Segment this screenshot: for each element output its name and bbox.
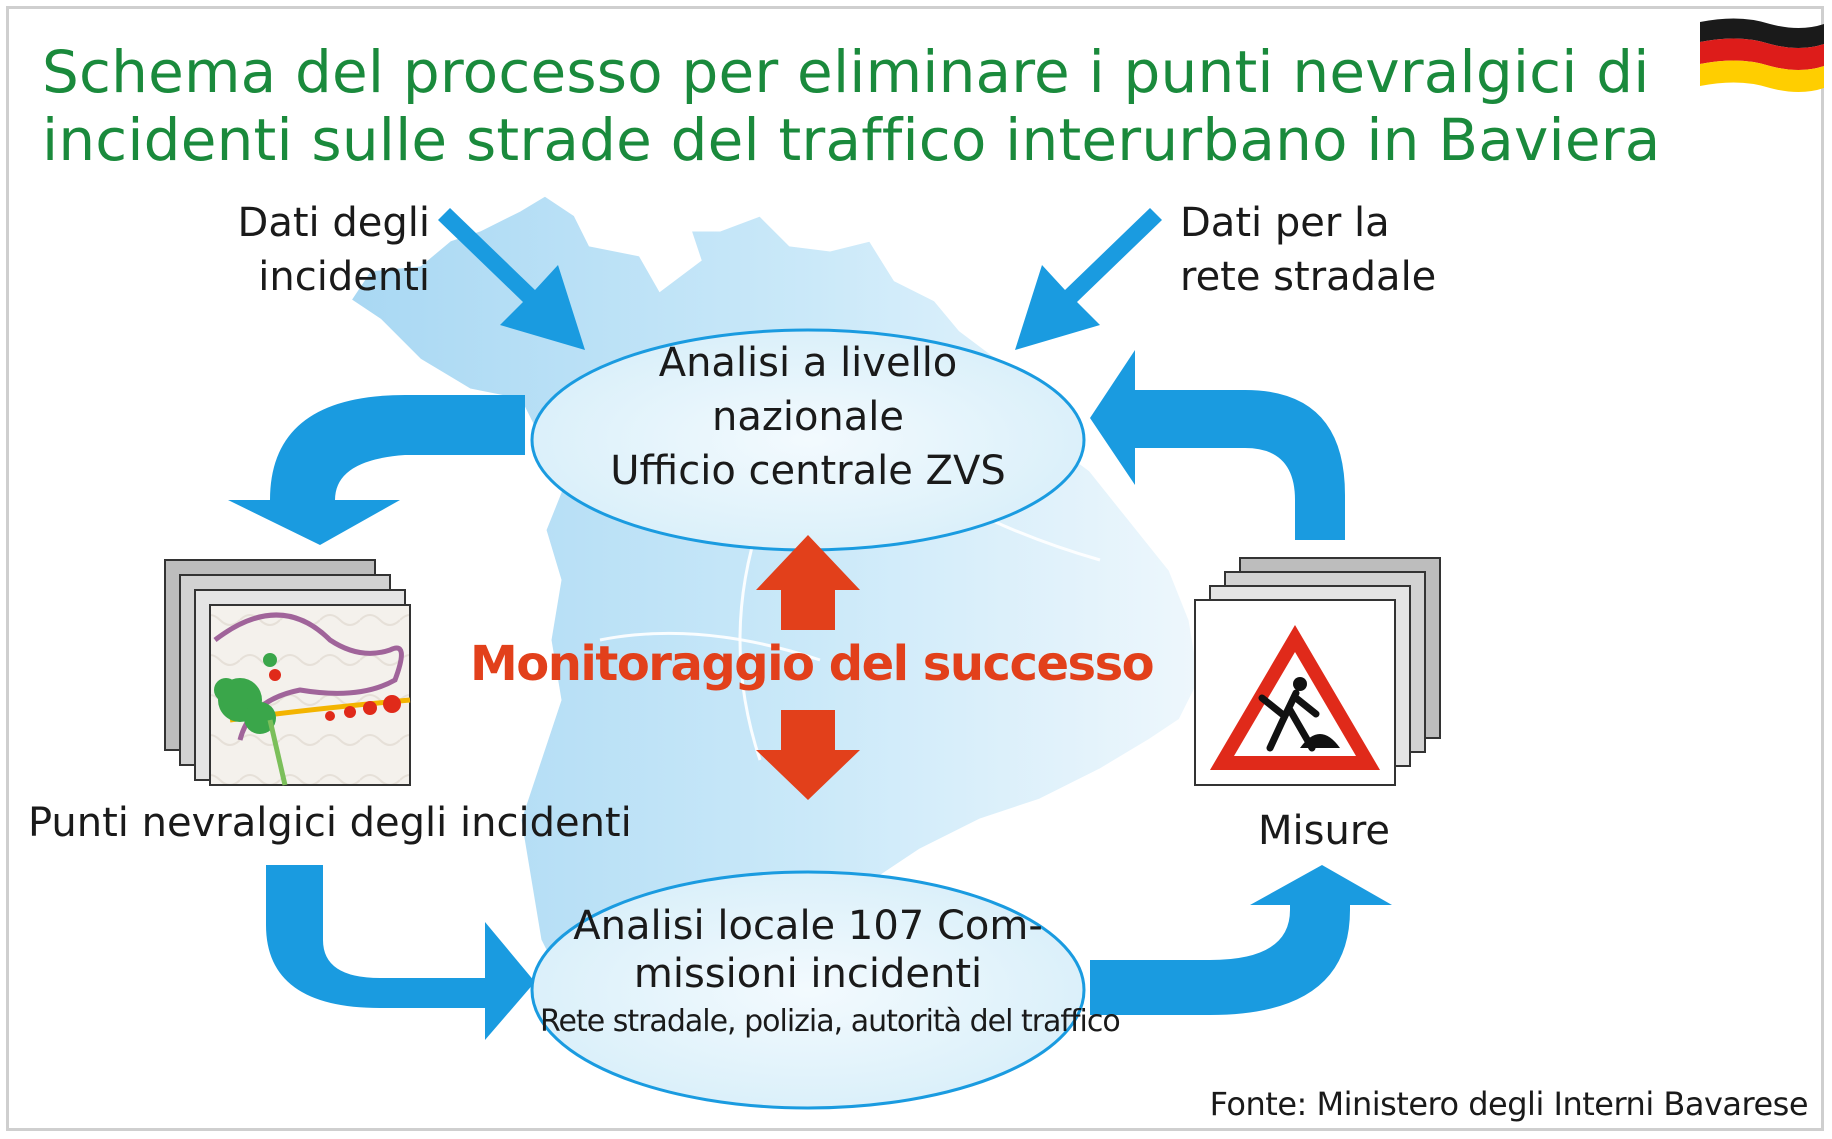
monitoring-arrow-up	[756, 535, 860, 630]
road-network-data-label: Dati per la rete stradale	[1180, 196, 1436, 304]
local-analysis-label: Analisi locale 107 Com- missioni inciden…	[540, 902, 1121, 1039]
arrow-to-local	[266, 865, 535, 1040]
accident-data-line-2: incidenti	[258, 254, 430, 300]
national-analysis-line-1: Analisi a livello	[658, 340, 958, 386]
national-analysis-line-2: nazionale	[711, 394, 905, 440]
monitoring-label: Monitoraggio del successo	[470, 636, 1155, 692]
local-analysis-line-2: missioni incidenti	[633, 951, 983, 997]
page-title: Schema del processo per eliminare i punt…	[42, 38, 1661, 174]
source-label: Fonte: Ministero degli Interni Bavarese	[1209, 1085, 1809, 1123]
local-analysis-line-1: Analisi locale 107 Com-	[573, 903, 1043, 949]
measures-label: Misure	[1258, 808, 1390, 854]
accident-data-line-1: Dati degli	[237, 200, 430, 246]
road-network-line-1: Dati per la	[1180, 200, 1390, 246]
road-network-line-2: rete stradale	[1180, 254, 1437, 300]
local-analysis-line-3: Rete stradale, polizia, autorità del tra…	[540, 1004, 1121, 1039]
accident-data-label: Dati degli incidenti	[238, 196, 430, 304]
germany-flag-icon	[1700, 18, 1824, 92]
national-analysis-label: Analisi a livello nazionale Ufficio cent…	[560, 336, 1056, 498]
hotspots-label: Punti nevralgici degli incidenti	[28, 800, 632, 846]
national-analysis-line-3: Ufficio centrale ZVS	[610, 448, 1006, 494]
road-network-arrow	[1015, 208, 1162, 350]
title-line-2: incidenti sulle strade del traffico inte…	[42, 106, 1661, 174]
hotspot-map-icon	[164, 559, 411, 786]
title-line-1: Schema del processo per eliminare i punt…	[42, 38, 1650, 106]
local-analysis-ellipse	[530, 870, 1086, 1110]
arrow-to-measures	[1090, 865, 1392, 1015]
accident-data-arrow	[438, 208, 585, 350]
monitoring-arrow-down	[756, 710, 860, 800]
roadworks-sign-icon	[1194, 557, 1441, 786]
arrow-from-measures	[1090, 350, 1345, 540]
arrow-to-hotspots	[228, 395, 525, 545]
